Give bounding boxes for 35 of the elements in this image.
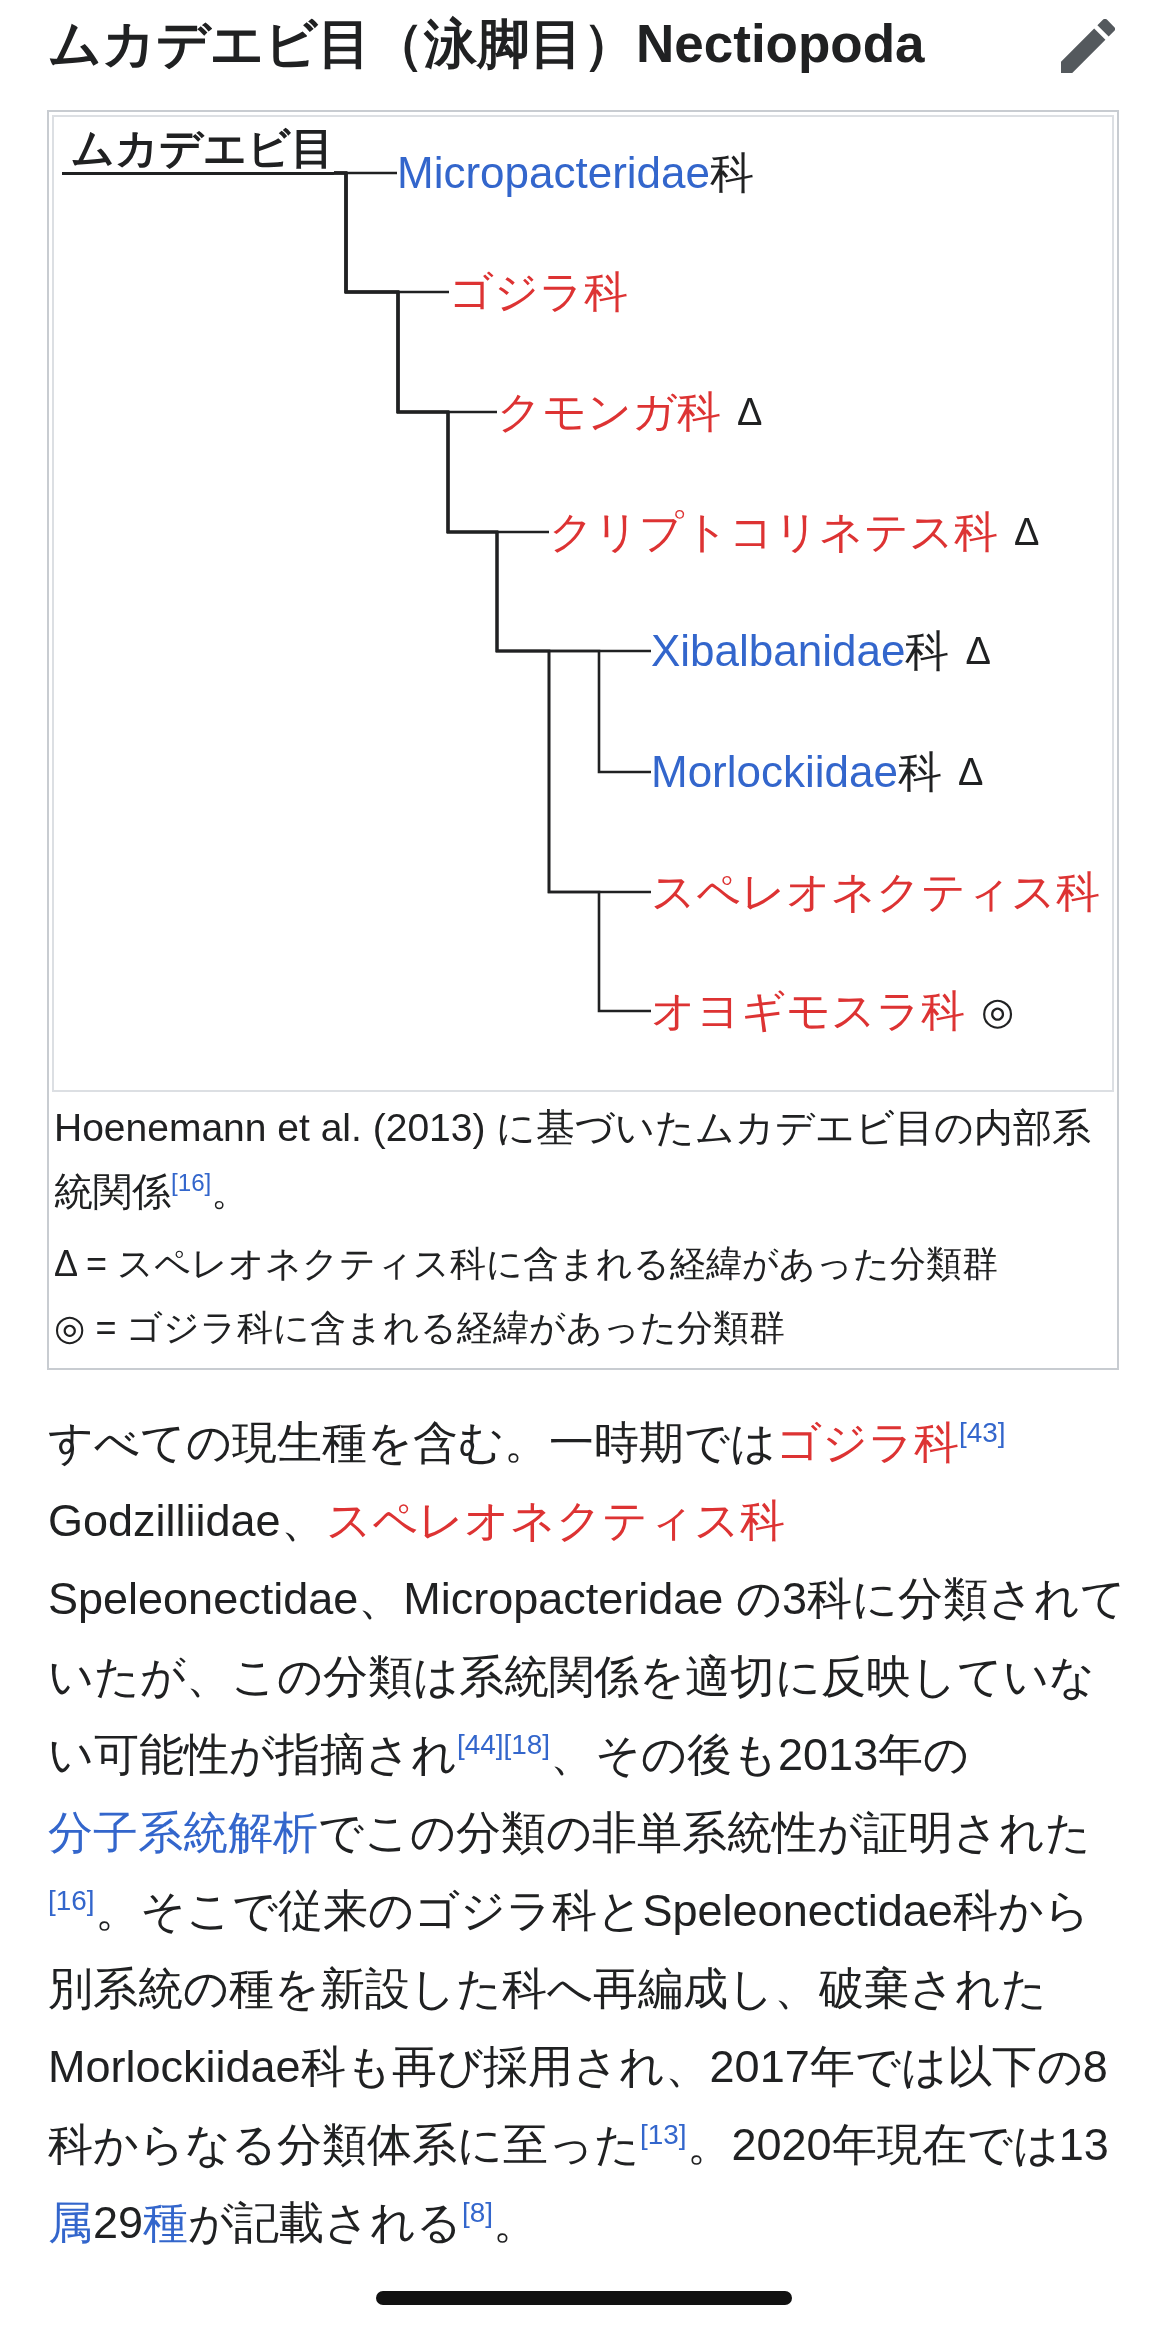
legend-note: Δ = スペレオネクティス科に含まれる経緯があった分類群 bbox=[53, 1242, 1000, 1286]
taxon-link: Xibalbanidae bbox=[651, 626, 906, 675]
citation-link: [43] bbox=[959, 1417, 1006, 1448]
citation-link: [16] bbox=[48, 1885, 95, 1916]
taxon-label: Morlockiidae科 bbox=[651, 747, 942, 797]
taxon-link: Micropacteridae bbox=[397, 148, 711, 197]
taxon-label: Micropacteridae科 bbox=[397, 148, 755, 198]
inline-link: スペレオネクティス科 bbox=[325, 1495, 785, 1546]
taxon-label: Xibalbanidae科 bbox=[651, 626, 950, 676]
inline-link: 分子系統解析 bbox=[48, 1807, 318, 1858]
body-paragraph: すべての現生種を含む。一時期ではゴジラ科$^{[43]}$ Godzilliidae、スペレオネクティス科 Speleonectidae、Micropacteridae の3科に分類されていたが、この分類は系統関係を適切に反映していない可能性が指摘され$^{[44]}$$^{[18]}$、その後も2013年の分子系統解析でこの分類の非単系統性が証明された$^{[16]}$。そこで従来のゴジラ科とSpeleonectidae科から別系統の種を新設した科へ再編成し、破棄されたMorlockiidae科も再び採用され、2017年では以下の8科からなる分類体系に至った$^{[13]}$。2020年現在では13属29種が記載される$^{[8]}$。 bbox=[48, 1416, 1126, 2250]
citation-link: [18] bbox=[503, 1729, 551, 1760]
figure-caption: Hoenemann et al. (2013) に基づいたムカデエビ目の内部系統関係$^{[16]}$。 bbox=[53, 1105, 1093, 1215]
taxon-link: クリプトコリネテス科 bbox=[549, 507, 998, 557]
note-mark: ◎ bbox=[981, 989, 1015, 1034]
taxon-link: オヨギモスラ科 bbox=[651, 986, 965, 1036]
note-mark: Δ bbox=[1014, 510, 1040, 555]
clade-root-label: ムカデエビ目 bbox=[62, 125, 334, 175]
inline-link: 種 bbox=[143, 2197, 189, 2248]
inline-link: 属 bbox=[48, 2197, 93, 2248]
inline-link: ゴジラ科 bbox=[776, 1417, 959, 1468]
legend-note: ◎ = ゴジラ科に含まれる経緯があった分類群 bbox=[53, 1306, 787, 1350]
taxon-link: クモンガ科 bbox=[497, 387, 721, 437]
taxon-link: スペレオネクティス科 bbox=[651, 867, 1100, 917]
citation-link: [44] bbox=[457, 1729, 504, 1760]
citation-link: [8] bbox=[462, 2197, 494, 2228]
citation-link: [13] bbox=[640, 2119, 687, 2150]
note-mark: Δ bbox=[958, 750, 984, 795]
taxon-link: ゴジラ科 bbox=[449, 267, 628, 317]
note-mark: Δ bbox=[965, 629, 991, 674]
taxon-link: Morlockiidae bbox=[651, 747, 898, 796]
home-indicator-bar bbox=[376, 2291, 792, 2305]
citation-link: [16] bbox=[171, 1169, 212, 1196]
note-mark: Δ bbox=[737, 390, 763, 435]
page-title: ムカデエビ目（泳脚目）Nectiopoda bbox=[48, 13, 925, 75]
